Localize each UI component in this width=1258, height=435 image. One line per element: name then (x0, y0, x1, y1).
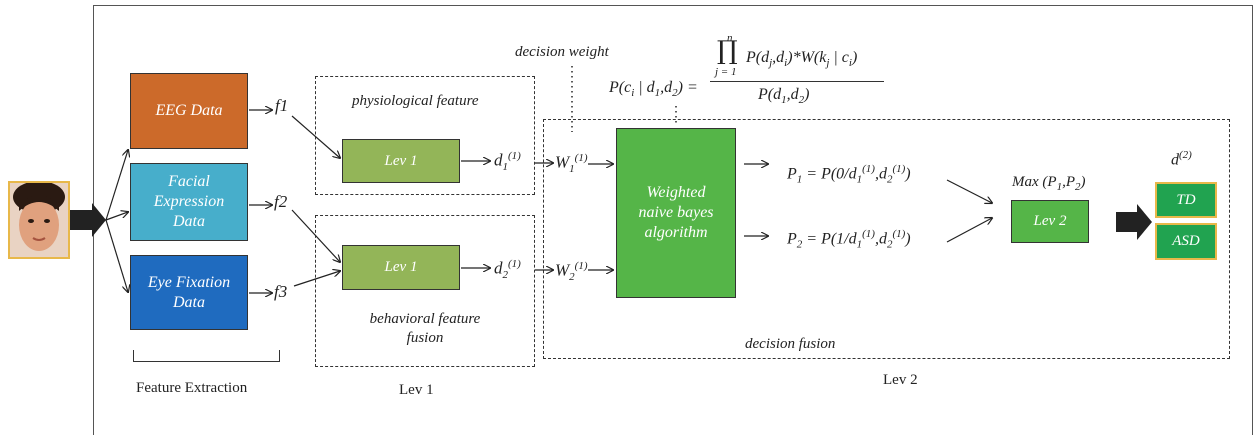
d2-output-label: d2(1) (494, 258, 521, 282)
lev2-box: Lev 2 (1011, 200, 1089, 243)
behavioral-feature-fusion-label: behavioral feature fusion (355, 310, 495, 348)
td-output-label: TD (1176, 191, 1196, 208)
lev2-stage-label: Lev 2 (883, 372, 918, 388)
output-block-arrow (1116, 204, 1152, 240)
posterior-formula-lhs: P(ci | d1,d2) = (609, 79, 698, 100)
lev1-physiological-box-label: Lev 1 (384, 152, 418, 169)
eeg-data-box: EEG Data (130, 73, 248, 149)
weighted-naive-bayes-box: Weighted naive bayes algorithm (616, 128, 736, 298)
td-output-box: TD (1155, 182, 1217, 218)
formula-numerator: P(dj,di)*W(kj | ci) (746, 49, 858, 70)
w1-weight-label: W1(1) (555, 152, 588, 176)
lev1-physiological-box: Lev 1 (342, 139, 460, 183)
feature-f1-label: f1 (275, 96, 289, 115)
feature-extraction-bracket (133, 350, 280, 362)
arrow-to-facial (105, 212, 128, 221)
decision-fusion-label: decision fusion (745, 336, 836, 352)
formula-fraction-line (710, 81, 884, 82)
behavioral-feature-fusion-text: behavioral feature fusion (369, 311, 481, 346)
physiological-feature-group (315, 76, 535, 195)
facial-expression-data-box: Facial Expression Data (130, 163, 248, 241)
lev1-stage-label: Lev 1 (399, 382, 434, 398)
decision-weight-label: decision weight (515, 44, 609, 60)
physiological-feature-label: physiological feature (352, 93, 479, 109)
product-upper-limit: n (727, 32, 733, 44)
decision-fusion-group (543, 119, 1230, 359)
facial-expression-data-label: Facial Expression Data (153, 173, 225, 230)
eye-fixation-data-box: Eye Fixation Data (130, 255, 248, 330)
max-p1-p2-label: Max (P1,P2) (1012, 174, 1086, 193)
d1-output-label: d1(1) (494, 150, 521, 174)
eye-fixation-data-label: Eye Fixation Data (147, 273, 231, 311)
child-face-image (8, 181, 70, 259)
input-block-arrow (70, 203, 106, 237)
lev1-behavioral-box: Lev 1 (342, 245, 460, 290)
formula-denominator: P(d1,d2) (758, 86, 810, 107)
feature-f2-label: f2 (274, 192, 288, 211)
feature-extraction-label: Feature Extraction (136, 380, 248, 396)
weighted-naive-bayes-label: Weighted naive bayes algorithm (638, 184, 714, 241)
asd-output-label: ASD (1172, 233, 1200, 250)
eeg-data-label: EEG Data (155, 102, 223, 119)
lev2-box-label: Lev 2 (1033, 213, 1067, 230)
asd-output-box: ASD (1155, 223, 1217, 260)
feature-f3-label: f3 (274, 282, 288, 301)
behavioral-feature-group (315, 215, 535, 367)
p2-probability-label: P2 = P(1/d1(1),d2(1)) (787, 228, 911, 251)
product-lower-limit: j = 1 (715, 66, 737, 78)
lev1-behavioral-box-label: Lev 1 (384, 259, 418, 276)
arrow-to-eeg (105, 150, 128, 221)
p1-probability-label: P1 = P(0/d1(1),d2(1)) (787, 163, 911, 186)
arrow-to-eye (105, 219, 128, 292)
d2-final-output-label: d(2) (1171, 149, 1192, 169)
w2-weight-label: W2(1) (555, 260, 588, 284)
product-symbol: ∏ (717, 36, 738, 66)
